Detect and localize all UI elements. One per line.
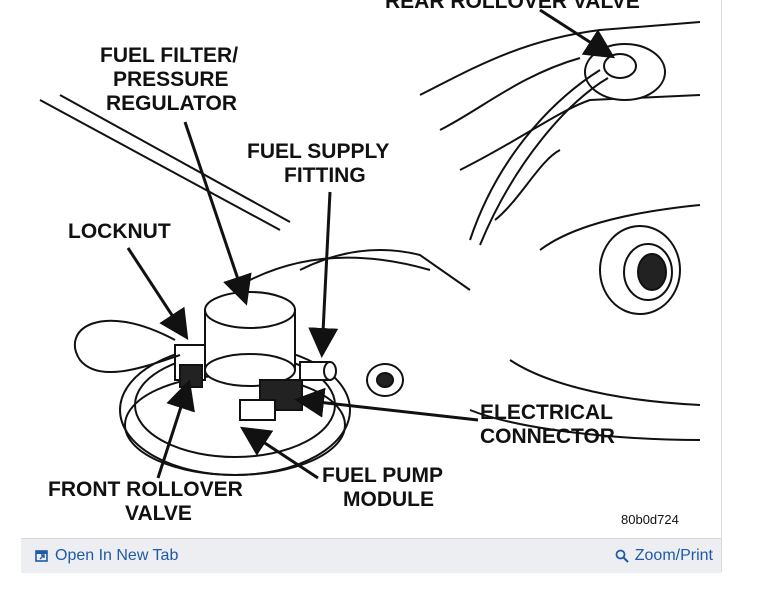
svg-text:FITTING: FITTING <box>284 164 366 187</box>
label-fuel-supply-fitting: FUEL SUPPLY FITTING <box>247 140 389 187</box>
label-fuel-filter: FUEL FILTER/ PRESSURE REGULATOR <box>100 44 238 115</box>
svg-text:REGULATOR: REGULATOR <box>106 92 237 115</box>
label-locknut: LOCKNUT <box>68 220 171 243</box>
image-footer-bar: Open In New Tab Zoom/Print <box>21 538 721 573</box>
svg-text:PRESSURE: PRESSURE <box>113 68 229 91</box>
zoom-print-link[interactable]: Zoom/Print <box>615 547 721 565</box>
magnifier-icon <box>615 549 629 563</box>
svg-text:FUEL PUMP: FUEL PUMP <box>322 464 443 487</box>
open-in-new-tab-label: Open In New Tab <box>55 547 179 564</box>
leader-arrows <box>126 8 616 480</box>
svg-text:MODULE: MODULE <box>343 488 434 511</box>
svg-text:FUEL FILTER/: FUEL FILTER/ <box>100 44 238 67</box>
tank-outline <box>39 21 701 441</box>
filler-neck <box>599 225 681 315</box>
zoom-print-label: Zoom/Print <box>634 547 713 564</box>
fuel-pump-module <box>74 291 404 476</box>
label-fuel-pump-module: FUEL PUMP MODULE <box>322 464 443 511</box>
label-rear-rollover-valve: REAR ROLLOVER VALVE <box>385 0 640 13</box>
svg-text:FUEL SUPPLY: FUEL SUPPLY <box>247 140 389 163</box>
svg-text:FRONT ROLLOVER: FRONT ROLLOVER <box>48 478 243 501</box>
svg-text:ELECTRICAL: ELECTRICAL <box>480 401 613 424</box>
fuel-pump-diagram: REAR ROLLOVER VALVE <box>39 0 701 527</box>
figure-code: 80b0d724 <box>621 512 679 527</box>
label-front-rollover-valve: FRONT ROLLOVER VALVE <box>48 478 243 525</box>
label-electrical-connector: ELECTRICAL CONNECTOR <box>480 401 615 448</box>
svg-text:VALVE: VALVE <box>125 502 192 525</box>
open-in-new-tab-link[interactable]: Open In New Tab <box>21 547 178 565</box>
open-in-new-tab-icon <box>35 550 48 562</box>
svg-text:CONNECTOR: CONNECTOR <box>480 425 615 448</box>
